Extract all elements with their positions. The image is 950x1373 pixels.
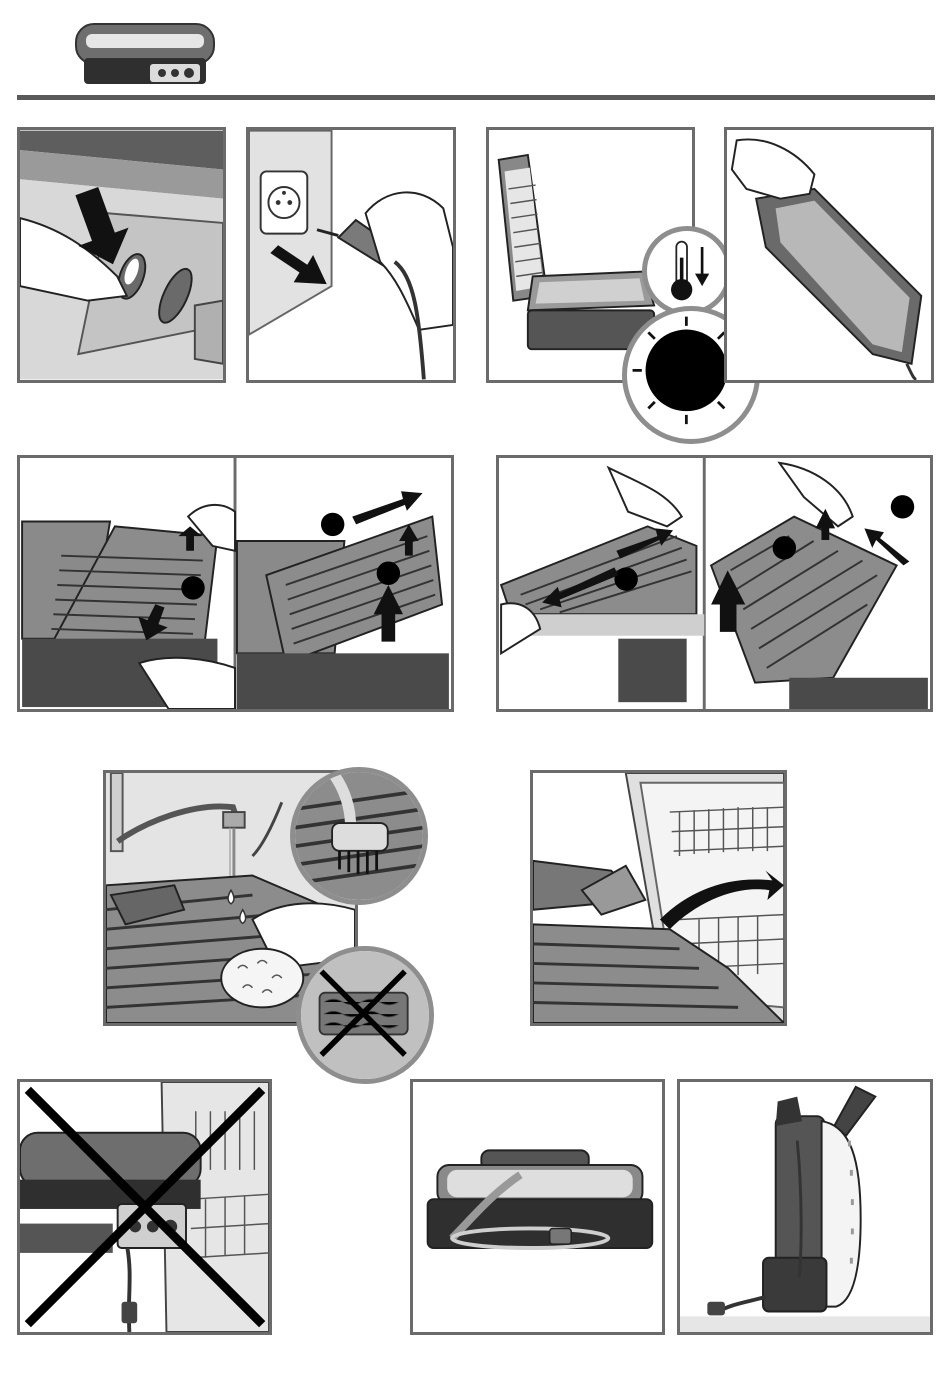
step-5-panel	[17, 455, 454, 712]
thermometer-zoom	[642, 226, 732, 316]
remove-plates-icon	[20, 458, 451, 709]
contact-grill-icon	[70, 14, 220, 90]
step-4-panel	[724, 127, 934, 383]
unplug-icon	[249, 130, 453, 380]
cord-storage-icon	[413, 1082, 662, 1332]
no-scourer-zoom	[296, 946, 434, 1084]
thermometer-icon	[647, 231, 727, 311]
product-header-image	[70, 14, 220, 90]
step-6-panel	[496, 455, 933, 712]
remove-upper-plate-icon	[499, 458, 930, 709]
no-scouring-pad-icon	[301, 951, 429, 1079]
step-1-panel	[17, 127, 226, 383]
step-2-panel	[246, 127, 456, 383]
no-dishwasher-body-icon	[20, 1082, 269, 1332]
step-11-panel	[677, 1079, 933, 1335]
brush-icon	[295, 772, 423, 900]
dishwasher-plate-icon	[533, 773, 784, 1023]
step-8-panel	[530, 770, 787, 1026]
step-9-panel	[17, 1079, 272, 1335]
step-10-panel	[410, 1079, 665, 1335]
power-button-press-icon	[20, 130, 223, 380]
lift-lid-icon	[727, 130, 931, 380]
brush-zoom	[290, 767, 428, 905]
vertical-storage-icon	[680, 1082, 930, 1332]
header-divider	[17, 95, 935, 100]
